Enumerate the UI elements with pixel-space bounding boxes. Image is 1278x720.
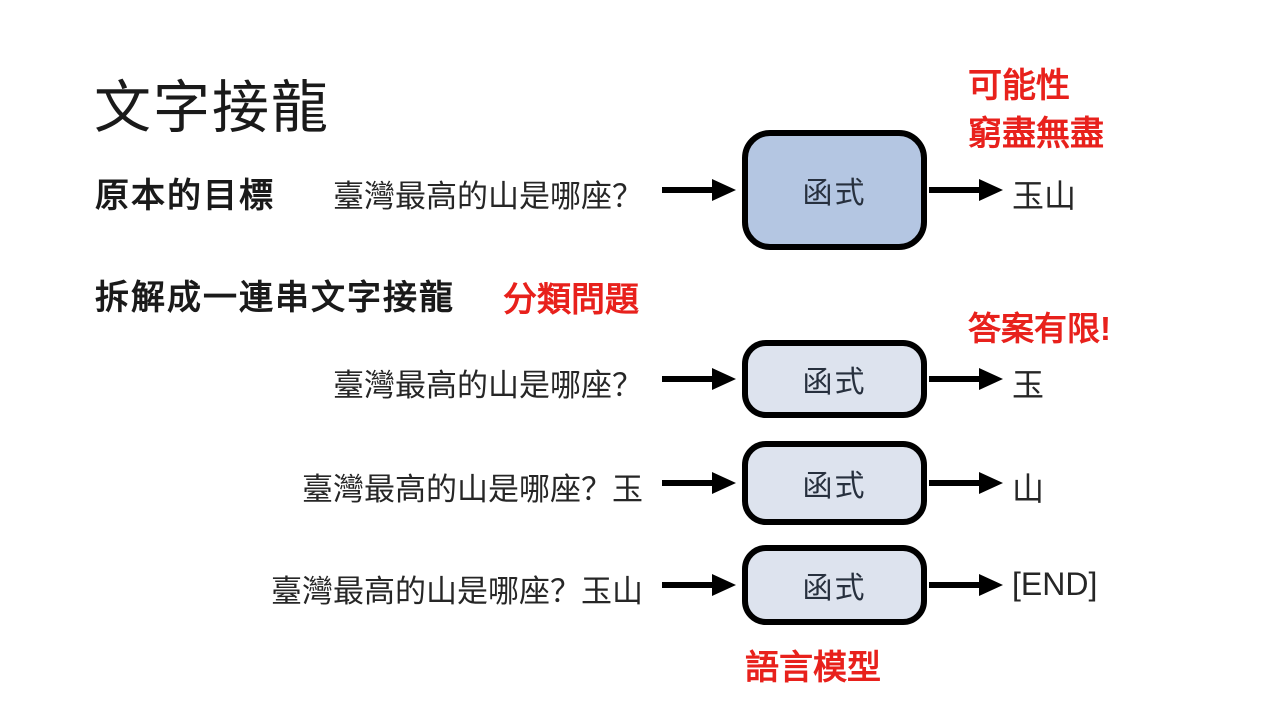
label-decompose: 拆解成一連串文字接龍	[95, 279, 455, 317]
arrow-right-icon	[662, 472, 736, 494]
annotation-language-model: 語言模型	[745, 649, 881, 687]
arrow-right-icon	[662, 574, 736, 596]
function-box-2: 函式	[742, 340, 927, 418]
annotation-possibilities: 可能性 窮盡無盡	[968, 62, 1104, 158]
function-box-label: 函式	[802, 177, 867, 210]
arrow-right-icon	[662, 179, 736, 201]
function-box-label: 函式	[802, 572, 867, 605]
arrow-right-icon	[929, 368, 1003, 390]
function-box-label: 函式	[802, 470, 867, 503]
arrow-right-icon	[929, 179, 1003, 201]
row2-input-text: 臺灣最高的山是哪座？	[333, 368, 643, 403]
annotation-limited-answers: 答案有限!	[968, 310, 1111, 347]
row1-output-text: 玉山	[1012, 178, 1077, 214]
row4-output-text: [END]	[1012, 566, 1098, 602]
row4-input-text: 臺灣最高的山是哪座？玉山	[271, 574, 643, 609]
function-box-4: 函式	[742, 545, 927, 625]
row3-output-text: 山	[1012, 471, 1045, 507]
annotation-possibilities-line1: 可能性	[968, 67, 1070, 105]
function-box-1: 函式	[742, 130, 927, 250]
arrow-right-icon	[929, 574, 1003, 596]
arrow-right-icon	[929, 472, 1003, 494]
page-title: 文字接龍	[94, 76, 330, 140]
function-box-label: 函式	[802, 366, 867, 399]
function-box-3: 函式	[742, 441, 927, 525]
row1-input-text: 臺灣最高的山是哪座？	[333, 179, 643, 214]
row3-input-text: 臺灣最高的山是哪座？玉	[302, 472, 643, 507]
annotation-possibilities-line2: 窮盡無盡	[968, 115, 1104, 153]
arrow-right-icon	[662, 368, 736, 390]
label-original-goal: 原本的目標	[95, 177, 275, 215]
annotation-classification: 分類問題	[503, 281, 639, 319]
row2-output-text: 玉	[1012, 367, 1045, 403]
